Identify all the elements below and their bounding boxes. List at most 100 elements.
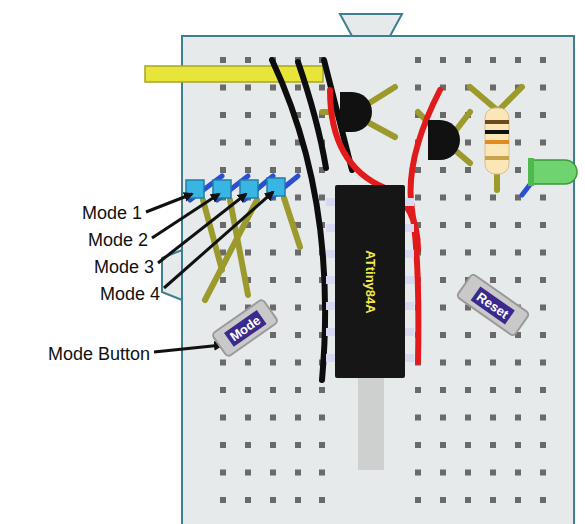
hole bbox=[270, 277, 276, 283]
channel bbox=[358, 370, 384, 470]
hole bbox=[415, 85, 421, 91]
hole bbox=[540, 140, 546, 146]
hole bbox=[490, 332, 496, 338]
chip-label: ATtiny84A bbox=[363, 250, 378, 313]
hole bbox=[540, 57, 546, 63]
hole bbox=[540, 360, 546, 366]
leader-line bbox=[146, 192, 273, 352]
led-symbol bbox=[522, 158, 577, 195]
hole bbox=[245, 167, 251, 173]
hole bbox=[540, 250, 546, 256]
hole bbox=[415, 195, 421, 201]
hole bbox=[415, 387, 421, 393]
hole bbox=[220, 140, 226, 146]
hole bbox=[220, 360, 226, 366]
hole bbox=[515, 112, 521, 118]
hole bbox=[270, 442, 276, 448]
hole bbox=[245, 85, 251, 91]
hole bbox=[319, 85, 325, 91]
hole bbox=[220, 277, 226, 283]
callout-label: Mode 4 bbox=[100, 284, 160, 305]
hole bbox=[465, 195, 471, 201]
hole bbox=[490, 415, 496, 421]
hole bbox=[540, 277, 546, 283]
hole bbox=[515, 167, 521, 173]
hole bbox=[220, 305, 226, 311]
hole bbox=[245, 470, 251, 476]
hole bbox=[465, 250, 471, 256]
transistor-symbol bbox=[428, 120, 460, 160]
hole bbox=[270, 360, 276, 366]
transistor-symbol bbox=[340, 92, 372, 132]
hole bbox=[220, 442, 226, 448]
hole bbox=[440, 167, 446, 173]
hole bbox=[270, 85, 276, 91]
hole bbox=[270, 250, 276, 256]
chip: ATtiny84A bbox=[335, 185, 405, 378]
hole bbox=[415, 57, 421, 63]
hole bbox=[270, 415, 276, 421]
hole bbox=[295, 250, 301, 256]
hole bbox=[515, 222, 521, 228]
hole bbox=[220, 57, 226, 63]
hole bbox=[465, 140, 471, 146]
hole bbox=[295, 470, 301, 476]
hole bbox=[490, 250, 496, 256]
breadboard bbox=[182, 36, 574, 524]
hole bbox=[415, 470, 421, 476]
hole bbox=[245, 497, 251, 503]
hole bbox=[295, 85, 301, 91]
hole bbox=[515, 470, 521, 476]
hole bbox=[440, 57, 446, 63]
hole bbox=[270, 140, 276, 146]
hole bbox=[220, 222, 226, 228]
hole bbox=[515, 250, 521, 256]
hole bbox=[440, 195, 446, 201]
hole bbox=[465, 332, 471, 338]
hole bbox=[440, 497, 446, 503]
hole bbox=[220, 85, 226, 91]
hole bbox=[515, 57, 521, 63]
hole bbox=[540, 442, 546, 448]
hole bbox=[270, 470, 276, 476]
hole bbox=[440, 442, 446, 448]
hole bbox=[295, 415, 301, 421]
hole bbox=[270, 167, 276, 173]
hole bbox=[440, 222, 446, 228]
hole bbox=[440, 415, 446, 421]
hole bbox=[490, 222, 496, 228]
callout-label: Mode 2 bbox=[88, 230, 148, 251]
hole bbox=[515, 415, 521, 421]
hole bbox=[295, 442, 301, 448]
hole bbox=[319, 470, 325, 476]
hole bbox=[295, 167, 301, 173]
hole bbox=[295, 497, 301, 503]
hole bbox=[465, 387, 471, 393]
hole bbox=[295, 360, 301, 366]
hole bbox=[245, 415, 251, 421]
hole bbox=[220, 497, 226, 503]
hole bbox=[540, 332, 546, 338]
hole bbox=[295, 277, 301, 283]
hole bbox=[490, 497, 496, 503]
hole bbox=[415, 415, 421, 421]
hole bbox=[415, 442, 421, 448]
hole bbox=[245, 112, 251, 118]
hole bbox=[270, 112, 276, 118]
hole bbox=[465, 442, 471, 448]
hole bbox=[515, 442, 521, 448]
hole bbox=[440, 387, 446, 393]
hole bbox=[245, 250, 251, 256]
hole bbox=[440, 305, 446, 311]
hole bbox=[220, 415, 226, 421]
hole bbox=[245, 442, 251, 448]
hole bbox=[440, 470, 446, 476]
hole bbox=[245, 140, 251, 146]
hole bbox=[319, 442, 325, 448]
resistor-symbol bbox=[485, 108, 509, 174]
hole bbox=[490, 277, 496, 283]
hole bbox=[465, 497, 471, 503]
yellow-wire bbox=[145, 66, 323, 82]
